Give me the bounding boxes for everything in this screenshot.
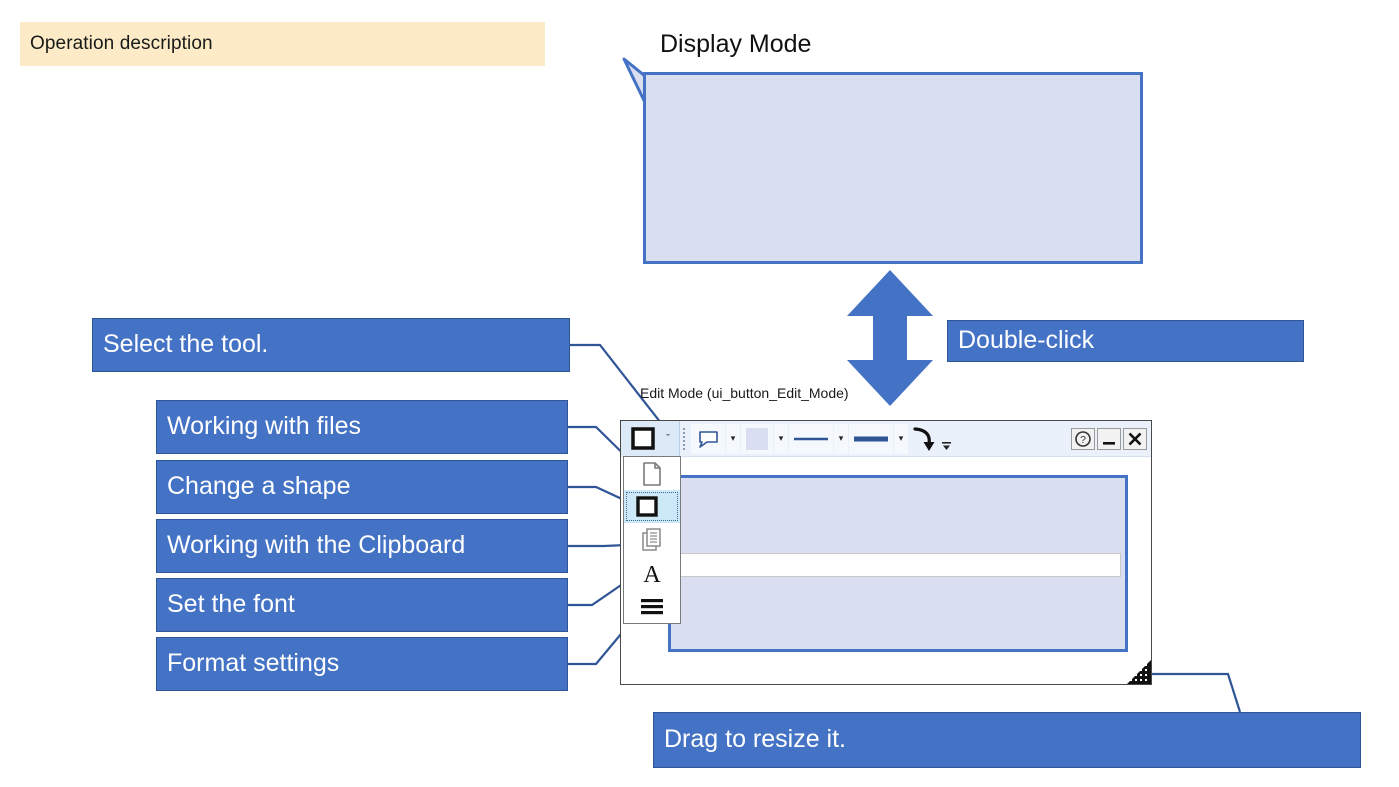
label-working-with-the-clipboard-text: Working with the Clipboard [167, 531, 466, 560]
callout-shape-chevron-down-icon[interactable]: ▾ [726, 423, 740, 454]
thin-line-chevron-down-icon[interactable]: ▾ [834, 423, 848, 454]
svg-text:A: A [643, 562, 661, 587]
connector-resize [1146, 672, 1242, 713]
window-system-buttons: ? [1071, 427, 1151, 450]
fill-color-chevron-down-icon[interactable]: ▾ [774, 423, 788, 454]
shape-square-tool-icon[interactable] [626, 424, 660, 454]
svg-text:?: ? [1080, 434, 1086, 446]
menu-item-square-shape[interactable] [624, 490, 680, 523]
menu-item-font-letter-a[interactable]: A [624, 556, 680, 589]
label-drag-to-resize-text: Drag to resize it. [664, 725, 847, 754]
label-working-with-the-clipboard: Working with the Clipboard [156, 519, 568, 573]
window-canvas[interactable] [621, 457, 1151, 684]
thin-line-icon[interactable] [789, 423, 833, 454]
label-working-with-files-text: Working with files [167, 412, 362, 441]
menu-item-format-lines[interactable] [624, 589, 680, 622]
callout-shape-icon[interactable] [691, 423, 725, 454]
canvas-text-input[interactable] [673, 553, 1121, 577]
toolbar-separator [680, 426, 690, 452]
display-mode-callout-box [643, 72, 1143, 264]
fill-color-icon[interactable] [741, 423, 773, 454]
double-headed-vertical-arrow-icon [847, 270, 933, 406]
label-change-a-shape: Change a shape [156, 460, 568, 514]
resize-grip-icon[interactable] [1127, 660, 1151, 684]
chevron-down-icon[interactable]: ˇ [666, 432, 670, 445]
label-working-with-files: Working with files [156, 400, 568, 454]
menu-item-copy-clipboard[interactable] [624, 523, 680, 556]
window-toolbar: ˇ ▾ ▾ ▾ [621, 420, 1151, 457]
label-double-click: Double-click [947, 320, 1304, 362]
label-set-the-font-text: Set the font [167, 590, 295, 619]
label-drag-to-resize: Drag to resize it. [653, 712, 1361, 768]
label-select-the-tool: Select the tool. [92, 318, 570, 372]
label-format-settings: Format settings [156, 637, 568, 691]
label-set-the-font: Set the font [156, 578, 568, 632]
application-window: ˇ ▾ ▾ ▾ [620, 420, 1152, 685]
label-format-settings-text: Format settings [167, 649, 340, 678]
help-button[interactable]: ? [1071, 427, 1095, 450]
tool-dropdown-menu[interactable]: A [623, 456, 681, 624]
thick-line-chevron-down-icon[interactable]: ▾ [894, 423, 908, 454]
minimize-button[interactable] [1097, 427, 1121, 450]
label-double-click-text: Double-click [958, 326, 1095, 355]
operation-description-text: Operation description [30, 33, 213, 54]
thick-line-icon[interactable] [849, 423, 893, 454]
display-mode-title: Display Mode [660, 30, 812, 58]
menu-item-file-document[interactable] [624, 457, 680, 490]
close-button[interactable] [1123, 427, 1147, 450]
more-options-icon[interactable] [939, 422, 953, 455]
label-change-a-shape-text: Change a shape [167, 472, 351, 501]
operation-description-banner: Operation description [20, 22, 545, 66]
curved-arrow-icon[interactable] [909, 424, 937, 454]
edit-mode-caption: Edit Mode (ui_button_Edit_Mode) [640, 385, 849, 401]
tool-button-group[interactable]: ˇ [621, 420, 680, 457]
label-select-the-tool-text: Select the tool. [103, 330, 269, 359]
